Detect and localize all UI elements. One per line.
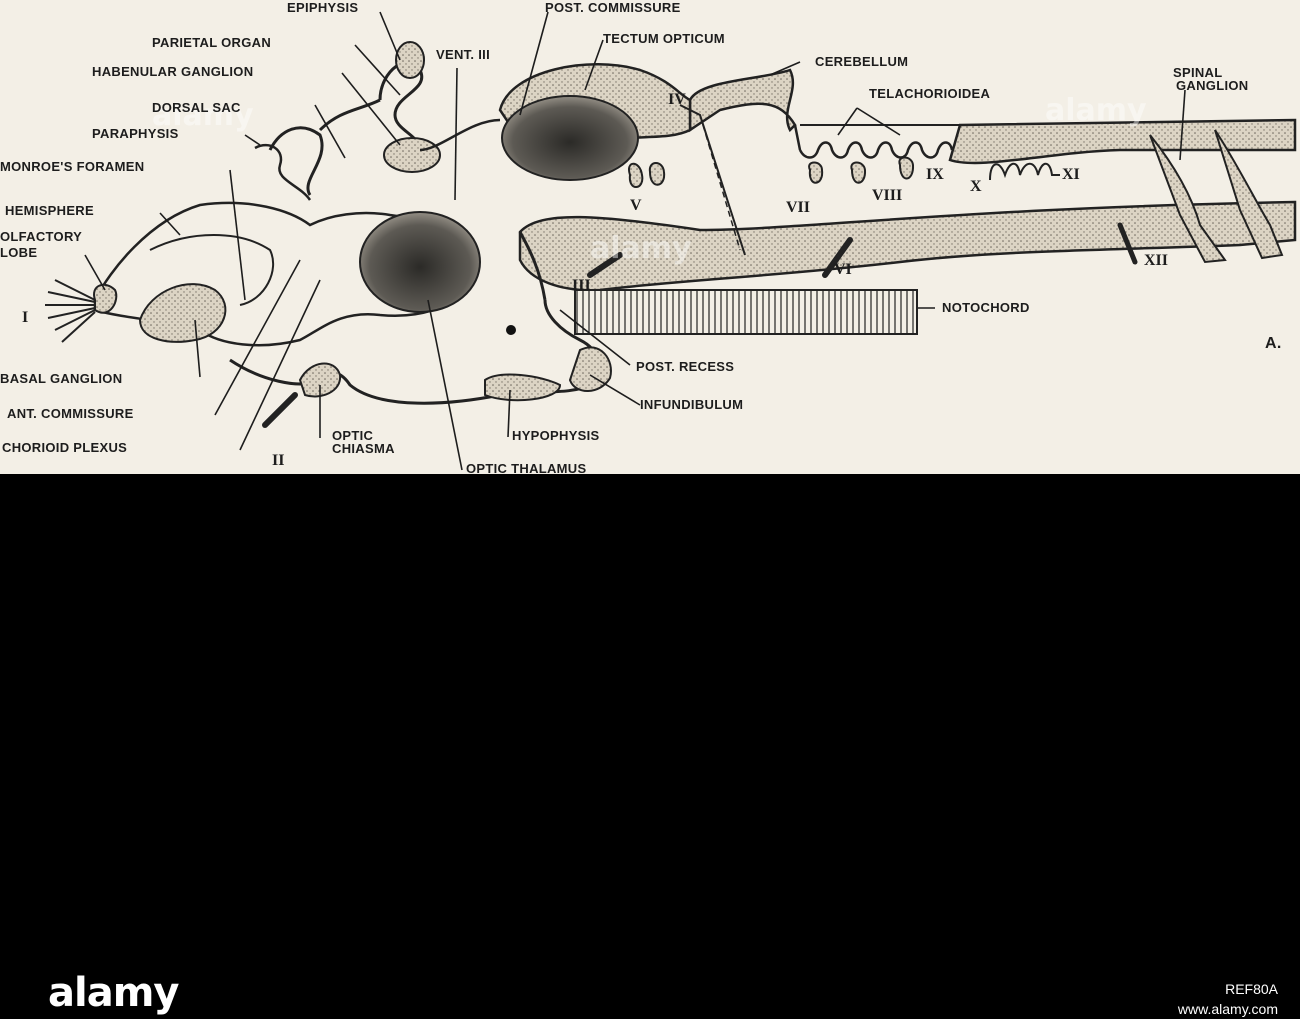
tectum-dark — [501, 95, 639, 181]
olfactory-rays — [45, 279, 96, 343]
habenular-blob — [383, 137, 441, 173]
thalamus-dark — [359, 211, 481, 313]
nerve-iii-root — [587, 252, 623, 278]
notochord-shape — [574, 289, 918, 335]
tela-folds — [793, 124, 954, 159]
label-basal-ganglion: BASAL GANGLION — [0, 371, 123, 386]
diagram-figure: alamy alamy alamy EPIPHYSIS POST. COMMIS… — [0, 0, 1300, 474]
nerve-vi-root — [822, 237, 853, 278]
label-vent-iii: VENT. III — [436, 47, 490, 62]
brain-sagittal-drawing: alamy alamy alamy — [45, 11, 1297, 471]
label-lobe: LOBE — [0, 245, 38, 260]
label-olfactory: OLFACTORY — [0, 229, 83, 244]
image-id: REF80A — [1225, 981, 1278, 997]
image-info: REF80A www.alamy.com — [1178, 979, 1278, 1019]
nerve-x-xi — [989, 162, 1060, 181]
nerve-label-xi: XI — [1062, 166, 1080, 183]
nerve-iv-dashed — [699, 114, 741, 251]
section-dot — [506, 325, 516, 335]
label-ganglion: GANGLION — [1176, 78, 1249, 93]
label-chorioid-plexus: CHORIOID PLEXUS — [2, 440, 128, 455]
label-spinal: SPINAL — [1173, 65, 1223, 80]
olfactory-lobe — [93, 283, 118, 314]
label-post-recess: POST. RECESS — [636, 359, 735, 374]
label-monroes-foramen: MONROE'S FORAMEN — [0, 159, 145, 174]
nerve-label-i: I — [22, 309, 29, 326]
nerve-label-xii: XII — [1144, 252, 1169, 269]
label-figure-letter: A. — [1265, 335, 1282, 352]
nerve-label-viii: VIII — [872, 187, 903, 204]
nerve-label-iii: III — [572, 277, 591, 294]
parietal-blob — [395, 41, 425, 79]
nerve-label-v: V — [630, 197, 642, 214]
hemisphere-inner — [149, 234, 275, 306]
svg-text:alamy: alamy — [590, 231, 692, 266]
paraphysis — [254, 143, 312, 201]
label-cerebellum: CEREBELLUM — [815, 54, 909, 69]
label-dorsal-sac: DORSAL SAC — [152, 100, 241, 115]
label-habenular-ganglion: HABENULAR GANGLION — [92, 64, 254, 79]
label-tectum-opticum: TECTUM OPTICUM — [603, 31, 725, 46]
nerve-label-vi: VI — [834, 261, 852, 278]
optic-chiasma-shape — [298, 362, 342, 398]
label-paraphysis: PARAPHYSIS — [92, 126, 179, 141]
label-ant-commissure: ANT. COMMISSURE — [7, 406, 134, 421]
cerebellum-shape — [688, 68, 797, 133]
optic-nerve-ii — [262, 392, 298, 428]
label-optic-thalamus: OPTIC THALAMUS — [466, 461, 587, 475]
label-notochord: NOTOCHORD — [942, 300, 1030, 315]
spinal-ganglia — [1149, 129, 1284, 264]
nerve-roots — [628, 156, 915, 188]
alamy-logo: alamy — [48, 970, 179, 1016]
hypophysis-shape — [484, 373, 562, 402]
nerve-label-iv: IV — [668, 91, 686, 108]
nerve-label-vii: VII — [786, 199, 811, 216]
nerve-label-ii: II — [272, 452, 285, 469]
label-parietal-organ: PARIETAL ORGAN — [152, 35, 272, 50]
label-epiphysis: EPIPHYSIS — [287, 0, 359, 15]
nerve-label-ix: IX — [926, 166, 944, 183]
midbrain-floor — [518, 231, 547, 301]
nerve-xii-root — [1117, 222, 1138, 265]
infundibulum-shape — [568, 346, 612, 392]
stock-footer-bar: alamy REF80A www.alamy.com — [0, 474, 1300, 1017]
label-telachorioidea: TELACHORIOIDEA — [869, 86, 991, 101]
svg-text:alamy: alamy — [152, 98, 254, 133]
dorsal-roof-band — [948, 118, 1297, 165]
watermarks: alamy alamy alamy — [152, 93, 1147, 266]
label-optic: OPTIC — [332, 428, 374, 443]
basal-ganglion — [138, 283, 227, 343]
label-hypophysis: HYPOPHYSIS — [512, 428, 600, 443]
label-chiasma: CHIASMA — [332, 441, 395, 456]
nerve-label-x: X — [970, 178, 982, 195]
svg-text:alamy: alamy — [1045, 93, 1147, 128]
label-infundibulum: INFUNDIBULUM — [640, 397, 744, 412]
label-hemisphere: HEMISPHERE — [5, 203, 94, 218]
medulla-floor — [518, 200, 1297, 292]
site-url: www.alamy.com — [1177, 1001, 1278, 1017]
leader-lines — [84, 11, 1186, 471]
label-post-commissure: POST. COMMISSURE — [545, 0, 681, 15]
